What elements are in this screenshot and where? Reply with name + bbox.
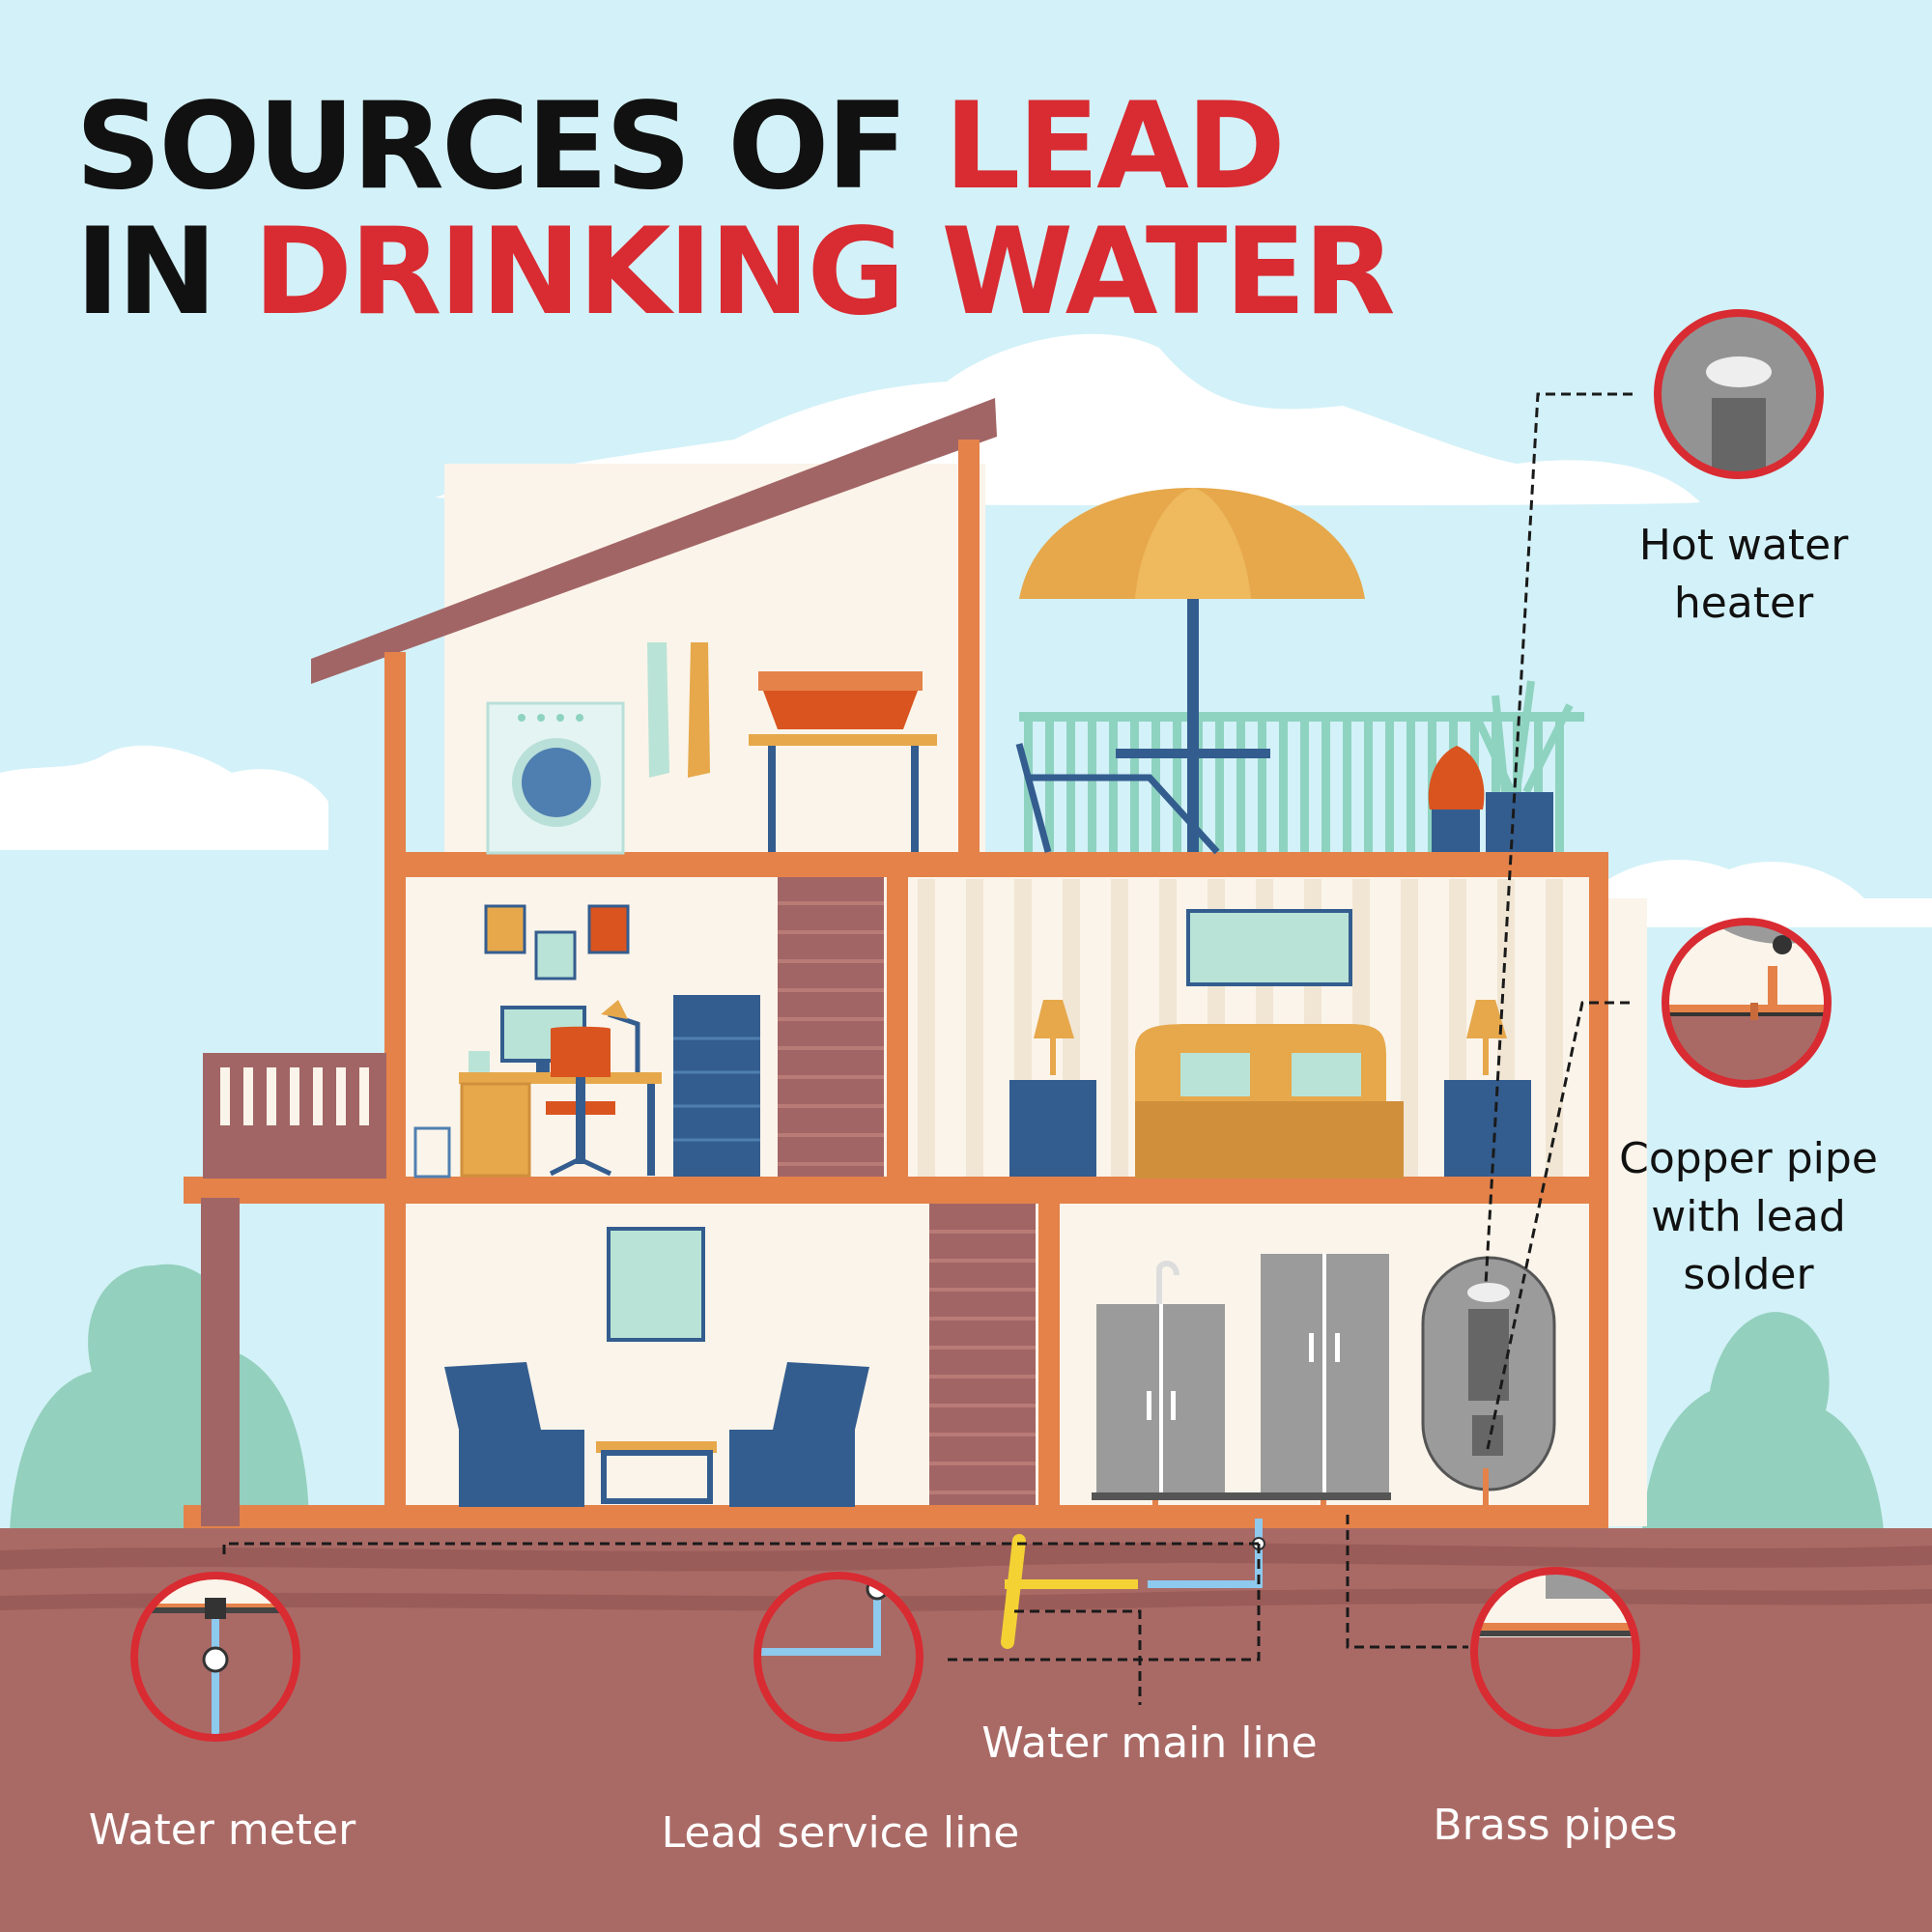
brass-pipes-label: Brass pipes <box>1433 1801 1678 1850</box>
title-line-1-dark: SOURCES OF <box>75 77 945 216</box>
wash-basin <box>749 671 937 852</box>
water-meter-label: Water meter <box>88 1805 356 1855</box>
potted-plants <box>1428 680 1574 852</box>
towels <box>647 642 710 778</box>
hot-water-heater-label-line-2: heater <box>1673 579 1814 628</box>
copper-pipe-label-line-1: Copper pipe <box>1619 1134 1878 1183</box>
hot-water-heater-label: Hot water heater <box>1599 517 1889 633</box>
lead-service-line-callout <box>753 1572 923 1742</box>
lounge-chair <box>1015 743 1220 855</box>
office-chair <box>546 1026 615 1177</box>
living-room-picture <box>607 1227 705 1342</box>
title-line-2-accent: DRINKING WATER <box>253 203 1396 342</box>
hot-water-heater-callout <box>1654 309 1824 479</box>
lead-service-line-label: Lead service line <box>661 1808 1020 1858</box>
sink-cabinet <box>1096 1261 1225 1492</box>
page-title-line-2: IN DRINKING WATER <box>75 213 1396 332</box>
bed <box>1135 1024 1404 1179</box>
nightstands <box>1009 1000 1531 1177</box>
armchairs <box>444 1362 869 1507</box>
house-pipes <box>1152 1468 1489 1518</box>
leader-lines <box>222 392 1633 1705</box>
hot-water-heater-label-line-1: Hot water <box>1638 521 1849 570</box>
title-line-2-dark: IN <box>75 203 254 342</box>
refrigerator <box>1092 1254 1391 1500</box>
porch <box>201 1053 386 1526</box>
washing-machine <box>486 701 625 855</box>
staircase <box>778 877 1036 1505</box>
water-heater-tank <box>1421 1256 1556 1492</box>
study-cabinet <box>673 995 760 1177</box>
bedroom-picture <box>1186 909 1352 986</box>
coffee-table <box>596 1441 717 1504</box>
water-main-line-label: Water main line <box>981 1719 1318 1768</box>
house <box>184 398 1647 1528</box>
roof <box>311 398 997 684</box>
waste-basket <box>413 1126 451 1179</box>
title-line-1-accent: LEAD <box>944 77 1286 216</box>
page-title-line-1: SOURCES OF LEAD <box>75 87 1286 207</box>
copper-pipe-label-line-2: with lead <box>1651 1192 1846 1241</box>
water-main-pipe <box>1001 1534 1026 1649</box>
clouds <box>0 333 1932 927</box>
patio-umbrella <box>1019 488 1365 852</box>
copper-pipe-label: Copper pipe with lead solder <box>1584 1130 1913 1304</box>
wall-frames <box>484 904 630 980</box>
copper-pipe-label-line-3: solder <box>1683 1250 1814 1299</box>
